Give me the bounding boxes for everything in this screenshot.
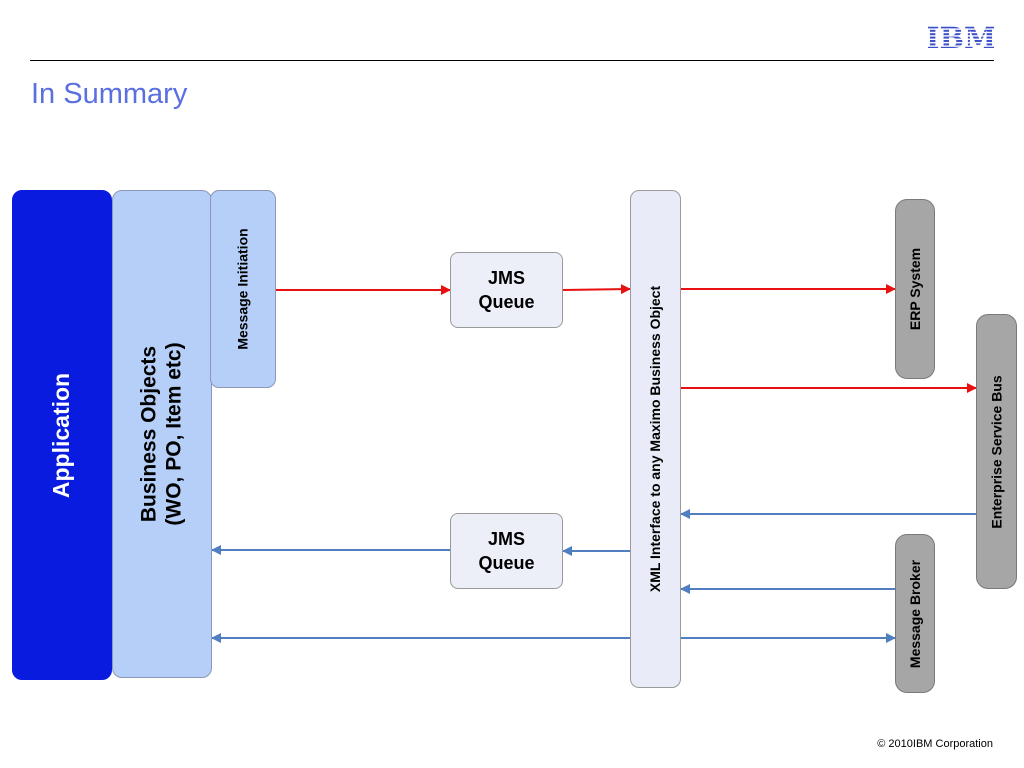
jms-queue-top-box: JMS Queue (450, 252, 563, 328)
copyright-footer: © 2010IBM Corporation (877, 738, 993, 750)
business-objects-box: Business Objects (WO, PO, Item etc) (112, 190, 212, 678)
application-box: Application (12, 190, 112, 680)
message-broker-box: Message Broker (895, 534, 935, 693)
message-initiation-box: Message Initiation (210, 190, 276, 388)
xml-interface-box: XML Interface to any Maximo Business Obj… (630, 190, 681, 688)
erp-system-box: ERP System (895, 199, 935, 379)
jms-queue-bottom-box: JMS Queue (450, 513, 563, 589)
slide-title: In Summary (31, 78, 188, 110)
enterprise-service-bus-label: Enterprise Service Bus (988, 374, 1005, 529)
jms-queue-bottom-label: JMS Queue (478, 529, 535, 573)
xml-interface-label: XML Interface to any Maximo Business Obj… (647, 285, 664, 593)
application-label: Application (48, 372, 75, 498)
message-broker-label: Message Broker (907, 559, 924, 668)
message-initiation-label: Message Initiation (235, 228, 252, 350)
erp-system-label: ERP System (907, 247, 924, 331)
arrow-jms-to-xml (562, 284, 631, 295)
business-objects-label: Business Objects (WO, PO, Item etc) (138, 342, 186, 526)
ibm-logo: IBM (928, 23, 994, 53)
header-rule (30, 60, 994, 61)
enterprise-service-bus-box: Enterprise Service Bus (976, 314, 1017, 589)
ibm-logo-text: IBM (928, 23, 994, 53)
jms-queue-top-label: JMS Queue (478, 268, 535, 312)
